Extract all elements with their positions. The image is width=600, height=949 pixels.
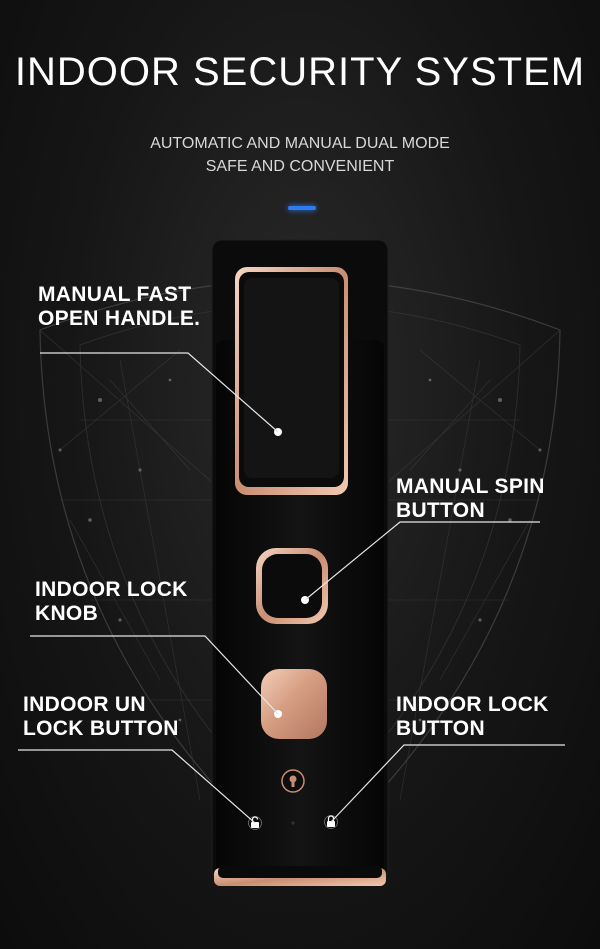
callout-handle-line-2: OPEN HANDLE. — [38, 307, 201, 330]
callout-spin-line-1: MANUAL SPIN — [396, 475, 545, 498]
status-indicator-light — [288, 206, 316, 210]
callout-knob-line-2: KNOB — [35, 602, 99, 625]
manual-spin-button — [256, 548, 328, 624]
callout-label-knob: INDOOR LOCK KNOB — [35, 578, 188, 626]
callout-knob-line-1: INDOOR LOCK — [35, 578, 188, 601]
page-subtitle: AUTOMATIC AND MANUAL DUAL MODE SAFE AND … — [0, 132, 600, 178]
callout-lock-line-2: BUTTON — [396, 717, 485, 740]
subtitle-line-2: SAFE AND CONVENIENT — [205, 158, 395, 175]
callout-label-spin: MANUAL SPIN BUTTON — [396, 475, 545, 523]
callout-handle-line-1: MANUAL FAST — [38, 283, 192, 306]
callout-line-unlock — [18, 749, 256, 824]
keyhole-icon — [281, 769, 305, 825]
callout-lock-line-1: INDOOR LOCK — [396, 693, 549, 716]
callout-line-handle — [40, 352, 279, 433]
subtitle-line-1: AUTOMATIC AND MANUAL DUAL MODE — [150, 135, 450, 152]
page-title: INDOOR SECURITY SYSTEM — [14, 50, 586, 94]
callout-spin-line-2: BUTTON — [396, 499, 485, 522]
manual-fast-open-handle — [235, 267, 348, 495]
indoor-lock-knob — [261, 669, 327, 739]
callout-lines — [18, 352, 565, 824]
callout-line-spin — [304, 521, 540, 601]
callout-unlock-line-1: INDOOR UN — [23, 693, 146, 716]
callout-label-handle: MANUAL FAST OPEN HANDLE. — [38, 283, 200, 331]
callout-unlock-line-2: LOCK BUTTON — [23, 717, 179, 740]
callout-label-unlock: INDOOR UN LOCK BUTTON — [23, 693, 179, 741]
callout-line-lock — [330, 744, 565, 823]
callout-line-knob — [30, 635, 279, 715]
callout-label-lock: INDOOR LOCK BUTTON — [396, 693, 549, 741]
